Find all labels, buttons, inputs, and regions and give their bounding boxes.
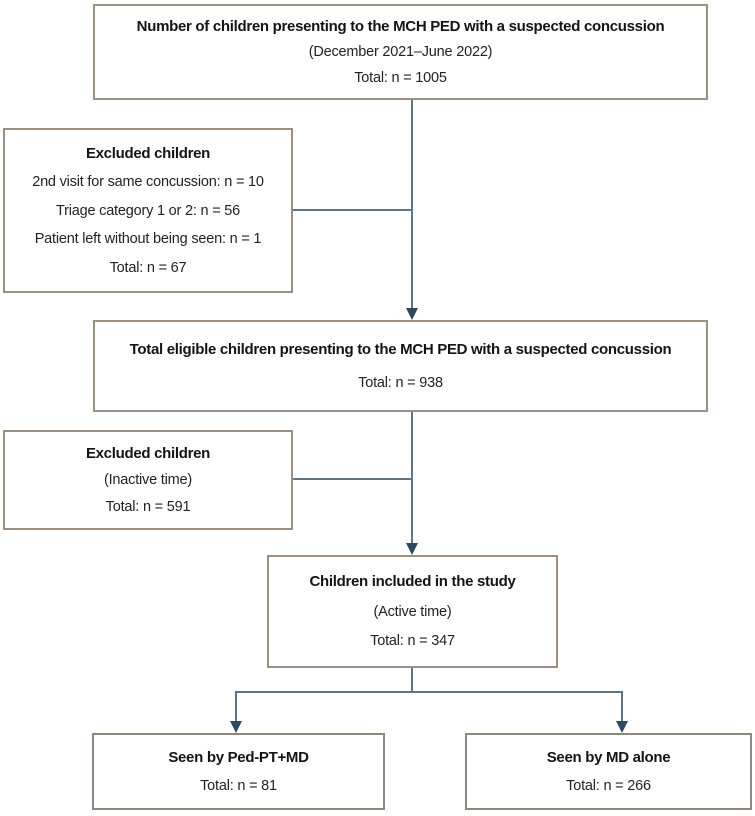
excluded-2-total: Total: n = 591 [105,498,191,515]
presenting-children-total: Total: n = 1005 [354,69,447,86]
eligible-children-box: Total eligible children presenting to th… [93,320,708,412]
eligible-children-title: Total eligible children presenting to th… [129,340,672,358]
excluded-children-box-2: Excluded children (Inactive time) Total:… [3,430,293,530]
included-subtitle: (Active time) [373,603,452,620]
excluded-1-item-left: Patient left without being seen: n = 1 [34,231,262,248]
excluded-1-item-revisit: 2nd visit for same concussion: n = 10 [32,174,264,191]
connector-to-ptmd [235,691,237,722]
seen-by-md-alone-box: Seen by MD alone Total: n = 266 [465,733,752,810]
excluded-2-title: Excluded children [85,444,211,462]
seen-ptmd-title: Seen by Ped-PT+MD [168,748,309,766]
arrow-down-icon [616,721,628,733]
eligible-children-total: Total: n = 938 [358,374,443,391]
excluded-children-box-1: Excluded children 2nd visit for same con… [3,128,293,293]
seen-by-ped-pt-md-box: Seen by Ped-PT+MD Total: n = 81 [92,733,385,810]
excluded-1-total: Total: n = 67 [109,259,187,276]
connector-to-mdalone [621,691,623,722]
seen-md-total: Total: n = 266 [566,777,651,794]
arrow-down-icon [406,308,418,320]
connector-top-to-eligible [411,100,413,308]
excluded-1-item-triage: Triage category 1 or 2: n = 56 [55,202,241,219]
connector-included-stub [411,668,413,693]
presenting-children-daterange: (December 2021–June 2022) [308,44,493,61]
connector-excluded2-branch [293,478,413,480]
seen-ptmd-total: Total: n = 81 [200,777,277,794]
included-total: Total: n = 347 [370,633,455,650]
presenting-children-box: Number of children presenting to the MCH… [93,4,708,100]
arrow-down-icon [406,543,418,555]
seen-md-title: Seen by MD alone [546,748,671,766]
connector-excluded1-branch [293,209,413,211]
presenting-children-title: Number of children presenting to the MCH… [136,17,665,35]
included-children-box: Children included in the study (Active t… [267,555,558,668]
connector-split-bar [235,691,623,693]
arrow-down-icon [230,721,242,733]
excluded-1-title: Excluded children [85,144,211,162]
connector-eligible-to-included [411,412,413,543]
excluded-2-subtitle: (Inactive time) [103,472,193,489]
included-title: Children included in the study [309,572,516,590]
